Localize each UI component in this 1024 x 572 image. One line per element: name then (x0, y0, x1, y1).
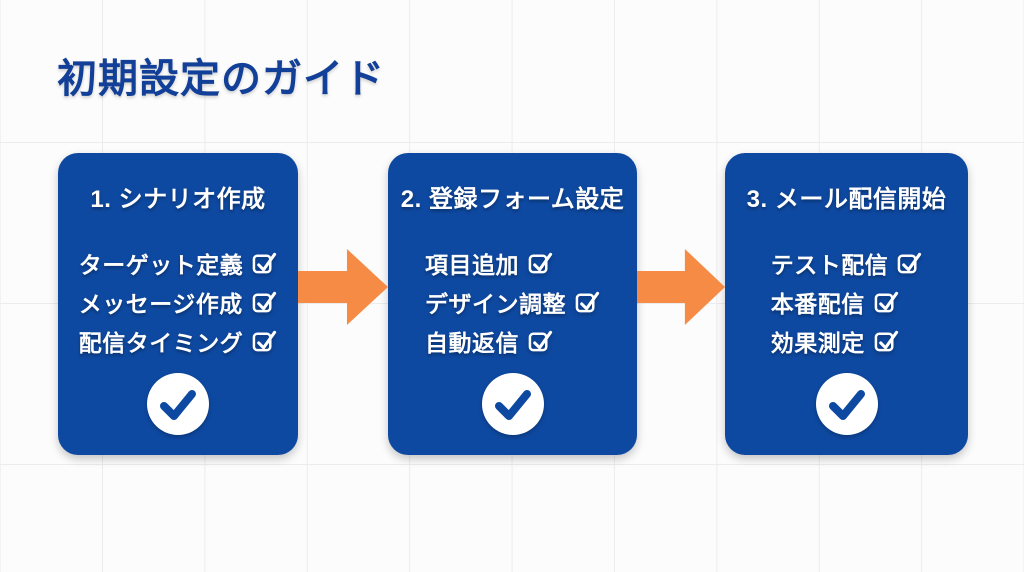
arrow-right-icon (637, 249, 725, 325)
checklist-item: 自動返信 (425, 321, 600, 360)
checklist-item-label: 配信タイミング (78, 329, 244, 356)
step-card-2: 2. 登録フォーム設定 項目追加 デザイン調整 自動返信 (388, 153, 637, 455)
checklist-item: メッセージ作成 (79, 282, 278, 321)
checklist-item-label: 本番配信 (770, 290, 865, 317)
checkbox-checked-icon (252, 330, 277, 352)
step-card-1: 1. シナリオ作成 ターゲット定義 メッセージ作成 配信タイミング (58, 153, 298, 455)
connector-1 (298, 153, 388, 455)
checklist-item: 本番配信 (771, 282, 923, 321)
checkbox-checked-icon (575, 291, 600, 313)
check-circle-icon (481, 373, 544, 435)
checklist-item: デザイン調整 (425, 282, 600, 321)
checkbox-checked-icon (252, 252, 277, 274)
checkbox-checked-icon (897, 252, 922, 274)
arrow-right-icon (298, 249, 388, 325)
step-3-title: 3. メール配信開始 (746, 186, 947, 213)
step-1-title: 1. シナリオ作成 (90, 186, 266, 213)
checklist-item-label: メッセージ作成 (78, 290, 243, 317)
checklist-item-label: 効果測定 (770, 329, 865, 356)
step-card-3: 3. メール配信開始 テスト配信 本番配信 効果測定 (725, 153, 968, 455)
checklist-item-label: 項目追加 (425, 251, 519, 278)
check-circle-icon (147, 373, 209, 435)
page-title: 初期設定のガイド (57, 57, 385, 101)
connector-2 (637, 153, 725, 455)
step-2-checklist: 項目追加 デザイン調整 自動返信 (425, 243, 600, 360)
checklist-item-label: 自動返信 (425, 329, 519, 356)
checkbox-checked-icon (528, 252, 553, 274)
checklist-item: ターゲット定義 (79, 243, 278, 282)
step-1-checklist: ターゲット定義 メッセージ作成 配信タイミング (79, 243, 278, 360)
checklist-item: 項目追加 (425, 243, 600, 282)
checkbox-checked-icon (528, 330, 553, 352)
checklist-item: テスト配信 (771, 243, 923, 282)
checklist-item-label: テスト配信 (770, 251, 889, 278)
checkbox-checked-icon (874, 291, 898, 313)
check-circle-icon (815, 373, 878, 435)
checklist-item: 効果測定 (771, 321, 923, 360)
checklist-item-label: デザイン調整 (425, 290, 566, 317)
step-2-title: 2. 登録フォーム設定 (400, 186, 625, 213)
steps-row: 1. シナリオ作成 ターゲット定義 メッセージ作成 配信タイミング 2. 登録フ… (58, 153, 968, 455)
checklist-item-label: ターゲット定義 (78, 251, 244, 278)
checklist-item: 配信タイミング (79, 321, 278, 360)
checkbox-checked-icon (874, 330, 898, 352)
checkbox-checked-icon (252, 291, 276, 313)
step-3-checklist: テスト配信 本番配信 効果測定 (771, 243, 923, 360)
